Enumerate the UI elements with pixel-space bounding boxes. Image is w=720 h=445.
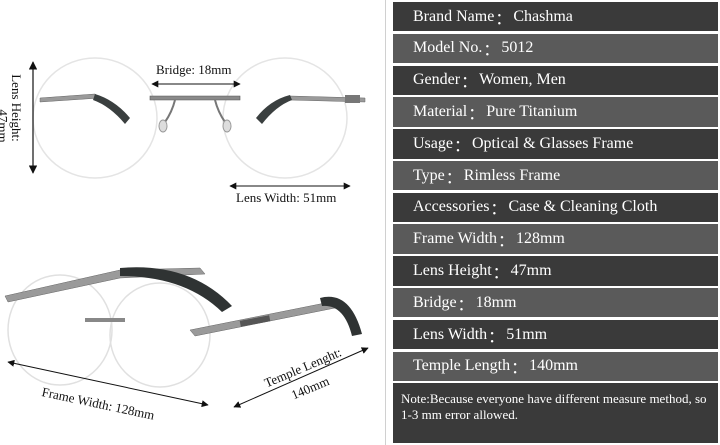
- right-lens: [222, 57, 348, 179]
- spec-row-gender: Gender：Women, Men: [393, 65, 718, 95]
- spec-row-frame-width: Frame Width：128mm: [393, 224, 718, 254]
- measurement-note: Note:Because everyone have different mea…: [393, 383, 718, 443]
- spec-row-usage: Usage：Optical & Glasses Frame: [393, 129, 718, 159]
- side-temple-tip-top: [120, 267, 232, 312]
- spec-row-accessories: Accessories：Case & Cleaning Cloth: [393, 192, 718, 223]
- spec-row-model: Model No.：5012: [393, 33, 718, 64]
- left-lens: [32, 57, 158, 179]
- side-lens-left: [7, 274, 113, 386]
- spec-row-brand: Brand Name：Chashma: [393, 2, 718, 32]
- side-temple-tip-bottom: [320, 296, 362, 336]
- left-temple-tip: [93, 94, 130, 124]
- spec-table: Brand Name：Chashma Model No.：5012 Gender…: [393, 2, 718, 443]
- spec-row-temple-length: Temple Length：140mm: [393, 351, 718, 381]
- spec-row-lens-height: Lens Height：47mm: [393, 256, 718, 286]
- spec-row-lens-width: Lens Width：51mm: [393, 319, 718, 350]
- product-image-panel: Bridge: 18mm Lens Height: 47mm Lens Widt…: [0, 0, 386, 445]
- glasses-diagram: [4, 57, 369, 408]
- bridge-bar: [149, 95, 241, 101]
- spec-row-bridge: Bridge：18mm: [393, 288, 718, 318]
- lens-width-label: Lens Width: 51mm: [236, 190, 337, 205]
- lens-height-value: 47mm: [0, 109, 11, 143]
- spec-row-material: Material：Pure Titanium: [393, 97, 718, 127]
- bridge-label: Bridge: 18mm: [156, 62, 232, 77]
- right-temple-tip: [256, 95, 292, 124]
- spec-row-type: Type：Rimless Frame: [393, 160, 718, 191]
